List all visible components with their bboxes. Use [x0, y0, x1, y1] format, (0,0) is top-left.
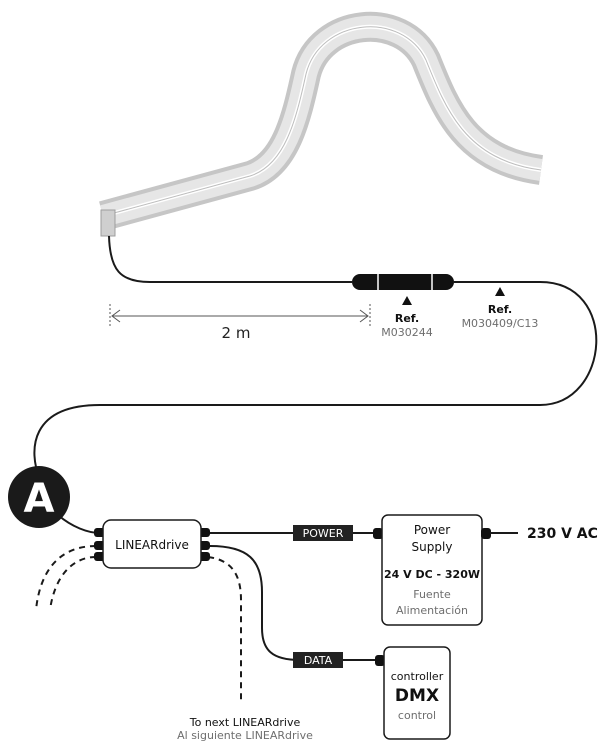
psu-alt-2: Alimentación — [396, 604, 468, 617]
psu-alt-1: Fuente — [413, 588, 451, 601]
ref-1-code: M030244 — [381, 326, 432, 339]
dmx-line-1: controller — [391, 670, 444, 683]
data-tag — [293, 652, 343, 668]
marker-a-letter: A — [24, 476, 55, 522]
linear-drive-box — [102, 519, 202, 569]
length-dimension — [109, 304, 371, 326]
psu-input-connector — [373, 528, 383, 539]
led-strip-profile — [99, 11, 544, 237]
dmx-line-3: control — [398, 709, 436, 722]
psu-title-2: Supply — [412, 540, 453, 554]
ref-1-label: Ref. — [395, 312, 419, 325]
power-tag — [293, 525, 353, 541]
linear-drive-label: LINEARdrive — [115, 538, 189, 552]
dmx-brand: DMX — [395, 686, 439, 706]
ref-1-pointer-icon — [402, 296, 412, 305]
ref-2-label: Ref. — [488, 303, 512, 316]
psu-output-connector — [481, 528, 491, 539]
data-cable — [209, 545, 380, 661]
psu-rating: 24 V DC - 320W — [384, 568, 480, 581]
dashed-cable-next — [207, 556, 242, 700]
marker-a: A — [8, 466, 70, 528]
main-cable — [33, 235, 598, 534]
ref-2-code: M030409/C13 — [462, 317, 539, 330]
dashed-cables-left — [35, 545, 97, 611]
dmx-connector — [375, 655, 385, 666]
power-tag-label: POWER — [303, 527, 344, 540]
dmx-controller-box — [383, 646, 451, 740]
mains-label: 230 V AC — [527, 526, 598, 542]
data-tag-label: DATA — [304, 654, 333, 667]
next-caption-en: To next LINEARdrive — [189, 716, 301, 729]
inline-connector — [352, 274, 454, 290]
power-supply-box — [381, 514, 483, 626]
next-caption-es: Al siguiente LINEARdrive — [177, 729, 313, 742]
length-label: 2 m — [222, 324, 251, 342]
ref-2-pointer-icon — [495, 287, 505, 296]
psu-title-1: Power — [414, 523, 450, 537]
